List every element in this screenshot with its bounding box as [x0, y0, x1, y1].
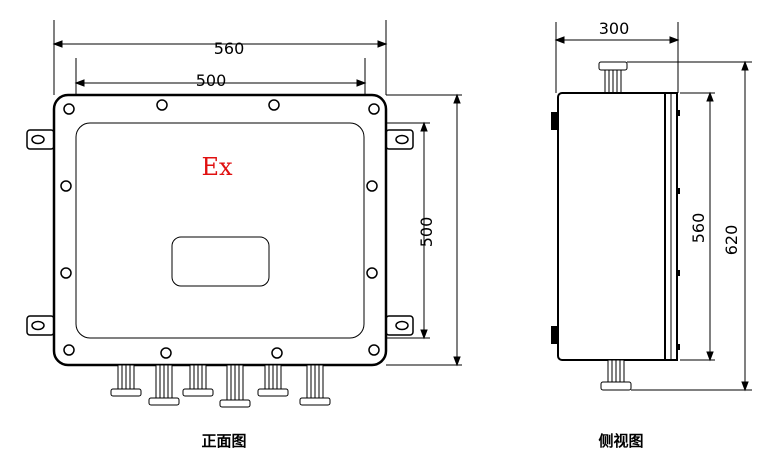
cover-bolts	[60, 99, 380, 359]
side-bottom-gland	[600, 359, 632, 391]
dim-label-height: 500	[417, 217, 436, 248]
enclosure-outline	[52, 93, 388, 367]
dim-label-outer-width: 560	[214, 39, 245, 58]
mounting-lugs	[26, 129, 414, 336]
viewing-window	[171, 236, 270, 287]
side-lugs	[551, 112, 558, 344]
side-view-caption: 侧视图	[598, 432, 643, 450]
dim-560-front	[52, 20, 388, 95]
side-bolt-marks	[677, 110, 680, 350]
cable-glands	[110, 364, 331, 408]
dim-label-inner-width: 500	[196, 71, 227, 90]
dim-label-body-height: 560	[689, 213, 708, 244]
cover-panel	[75, 122, 365, 339]
side-top-gland	[598, 61, 628, 94]
dim-300-side	[554, 22, 680, 93]
dim-500-front	[74, 58, 367, 95]
dim-500-front-height	[386, 93, 462, 367]
dim-label-total-height: 620	[722, 225, 741, 256]
side-body	[557, 92, 669, 361]
front-view: 560 500 Ex	[26, 20, 462, 450]
ex-mark: Ex	[201, 153, 233, 181]
dim-label-depth: 300	[599, 19, 630, 38]
dim-560-620-side	[627, 60, 752, 392]
side-view: 300	[551, 19, 752, 450]
front-view-caption: 正面图	[201, 432, 246, 450]
